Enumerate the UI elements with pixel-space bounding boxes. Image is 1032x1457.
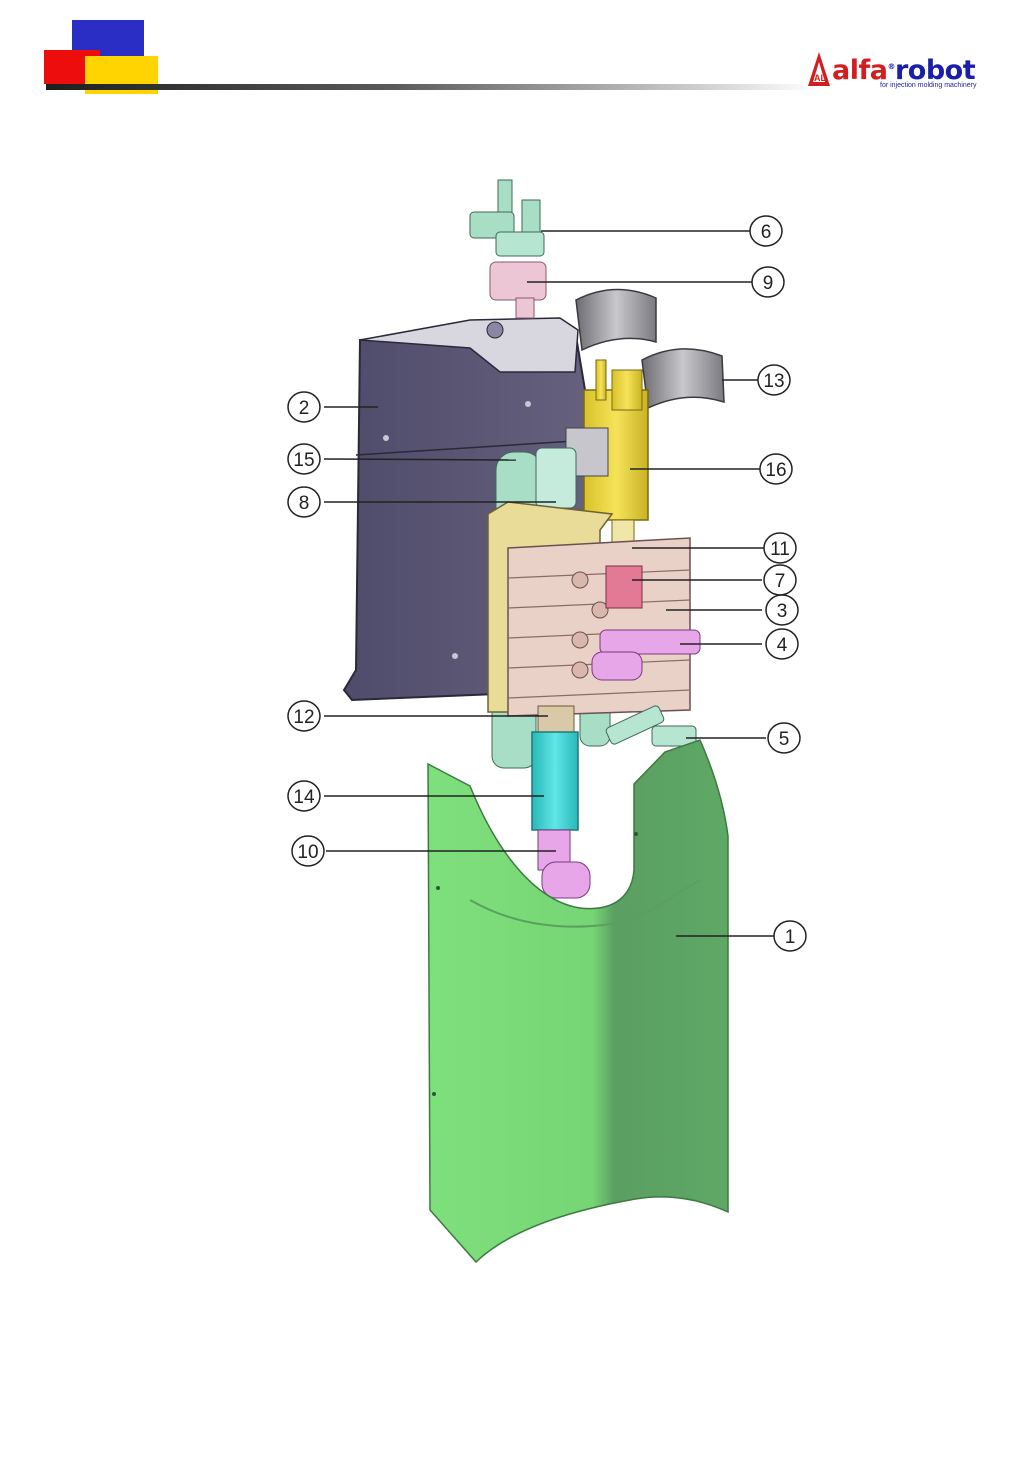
callout-label-10: 10 (297, 842, 318, 863)
callout-label-13: 13 (763, 371, 784, 392)
callout-label-14: 14 (293, 787, 315, 808)
callout-label-12: 12 (293, 707, 314, 728)
callout-label-4: 4 (777, 635, 788, 656)
cyan-tube-part (532, 732, 578, 830)
pink-block-part (606, 566, 642, 608)
callout-label-8: 8 (299, 493, 310, 514)
callout-label-11: 11 (770, 539, 790, 560)
callout-label-6: 6 (761, 222, 772, 243)
callout-label-16: 16 (765, 460, 786, 481)
callout-label-1: 1 (785, 927, 796, 948)
elbow-fitting-part (538, 830, 590, 898)
callout-label-7: 7 (775, 571, 786, 592)
pink-fitting-part (490, 262, 546, 318)
callout-label-15: 15 (293, 450, 314, 471)
brass-fitting-part (538, 706, 574, 734)
callout-label-5: 5 (779, 729, 790, 750)
top-fittings-part (470, 180, 544, 256)
callout-label-3: 3 (777, 601, 788, 622)
valve-block-part (488, 502, 690, 716)
callout-label-2: 2 (299, 398, 310, 419)
callout-label-9: 9 (763, 273, 774, 294)
